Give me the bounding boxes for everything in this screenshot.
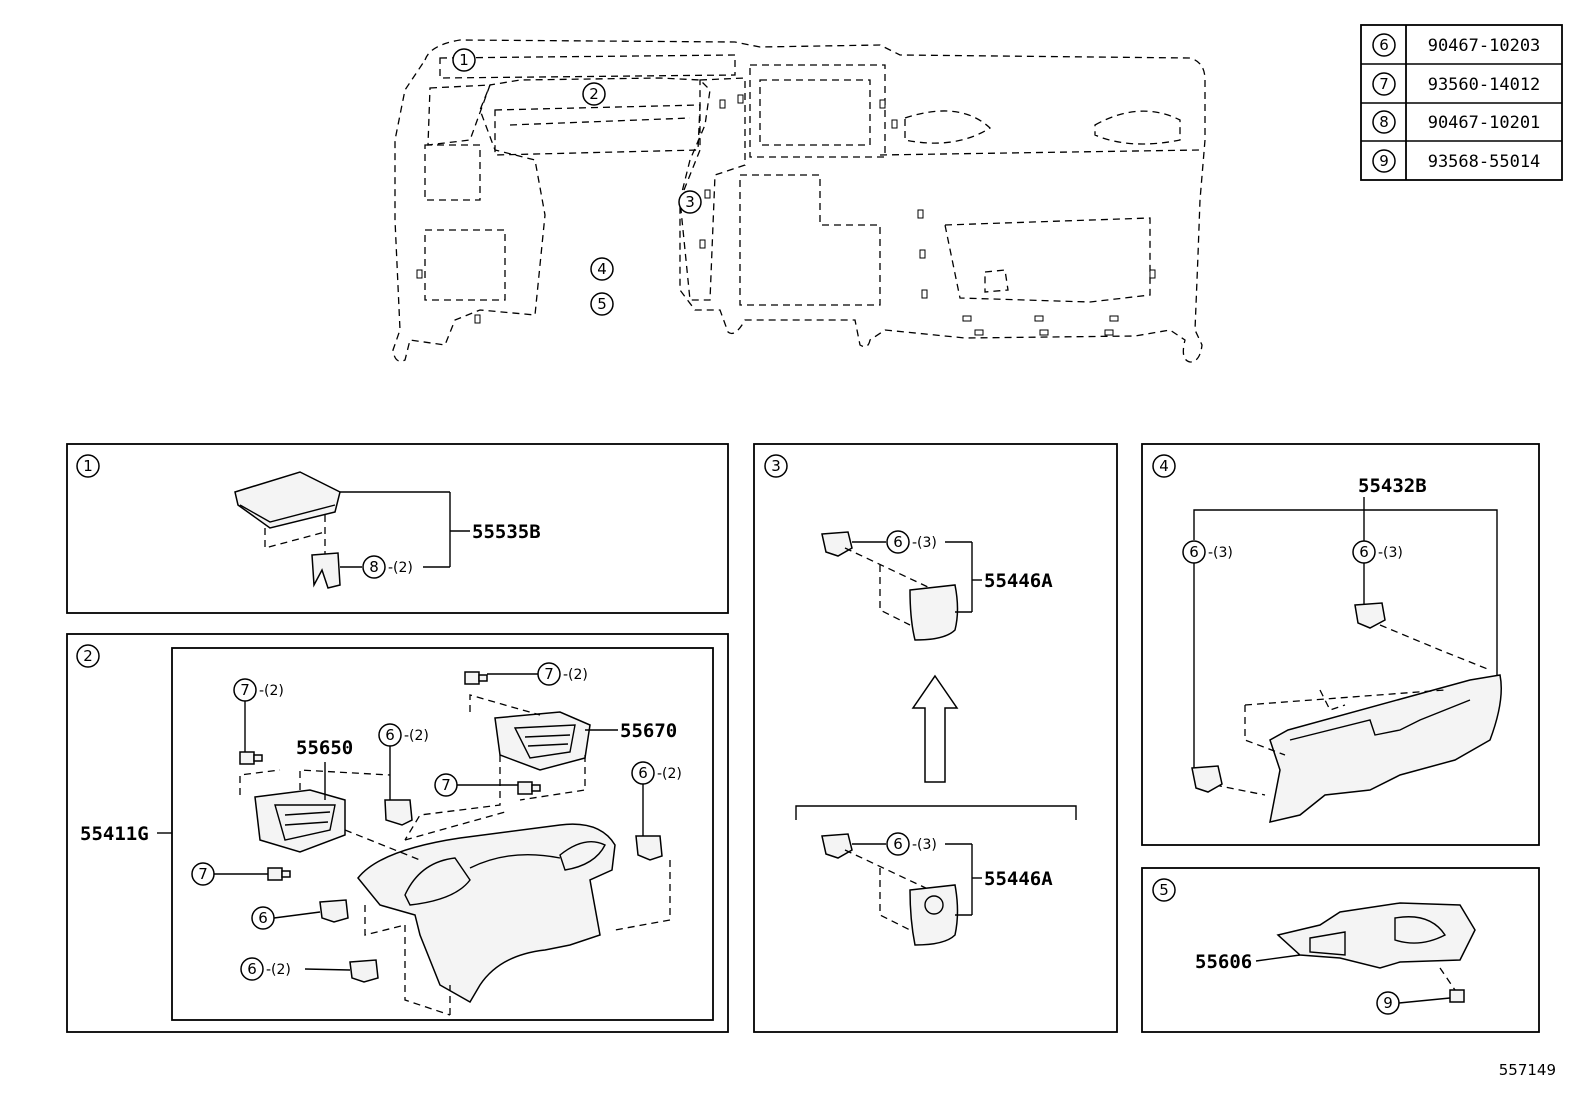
panel-number: 3 <box>771 457 781 475</box>
ref-callout: 6 -(3) <box>1182 540 1233 768</box>
svg-text:6: 6 <box>638 764 648 782</box>
clip-part <box>1354 602 1386 629</box>
svg-text:6: 6 <box>247 960 257 978</box>
console-lid-part <box>234 471 341 529</box>
overview-callout: 1 <box>452 48 476 72</box>
svg-text:7: 7 <box>240 681 250 699</box>
quantity-label: -(3) <box>1208 545 1233 561</box>
clip-part <box>384 799 413 826</box>
overview-callout: 3 <box>678 190 702 214</box>
dashboard-overview-drawing: 1 2 3 4 5 <box>392 39 1206 363</box>
legend-part-number: 90467-10203 <box>1428 36 1541 56</box>
legend-part-number: 93568-55014 <box>1428 152 1541 172</box>
part-number-55432B: 55432B <box>1358 475 1427 497</box>
clip-part <box>821 531 853 557</box>
svg-text:6: 6 <box>385 726 395 744</box>
legend-ref: 6 <box>1379 36 1389 54</box>
legend-ref: 8 <box>1379 113 1389 131</box>
panel-number: 5 <box>1159 881 1169 899</box>
clip-part <box>311 552 341 589</box>
quantity-label: -(3) <box>912 837 937 853</box>
svg-text:7: 7 <box>441 776 451 794</box>
switch-cover-part <box>909 584 959 641</box>
part-number-55606: 55606 <box>1195 951 1252 973</box>
ref-callout: 7 -(2) <box>487 662 588 686</box>
legend-row: 6 90467-10203 <box>1372 33 1541 57</box>
ref-callout: 6 <box>893 835 903 853</box>
part-number-55446A-bottom: 55446A <box>984 868 1053 890</box>
svg-text:1: 1 <box>459 51 469 69</box>
part-number-55535B: 55535B <box>472 521 541 543</box>
lower-panel-part <box>1269 674 1502 823</box>
svg-text:6: 6 <box>258 909 268 927</box>
screw-part <box>239 751 263 765</box>
legend-row: 8 90467-10201 <box>1372 110 1541 134</box>
svg-text:7: 7 <box>544 665 554 683</box>
quantity-label: -(2) <box>266 962 291 978</box>
screw-part <box>464 671 488 685</box>
quantity-label: -(2) <box>404 728 429 744</box>
screw-part <box>267 867 291 881</box>
ref-callout: 6 <box>893 533 903 551</box>
svg-text:6: 6 <box>1189 543 1199 561</box>
ref-callout: 9 <box>1383 994 1393 1012</box>
part-number-55670: 55670 <box>620 720 677 742</box>
clip-part <box>1191 765 1223 793</box>
clip-part <box>821 833 853 859</box>
clip-part <box>319 899 349 923</box>
legend-table: 6 90467-10203 7 93560-14012 8 90467-1020… <box>1360 24 1563 181</box>
legend-ref: 9 <box>1379 152 1389 170</box>
ref-callout: 6 -(3) <box>1352 540 1403 605</box>
ref-callout: 6 -(2) <box>240 957 351 981</box>
legend-row: 9 93568-55014 <box>1372 149 1541 173</box>
clip-part <box>635 835 663 861</box>
svg-text:6: 6 <box>1359 543 1369 561</box>
panel-4: 4 55432B 6 -(3) 6 -(3) <box>1141 443 1540 846</box>
panel-1: 1 55535B 8 -(2) <box>66 443 729 614</box>
quantity-label: -(2) <box>563 667 588 683</box>
quantity-label: -(2) <box>259 683 284 699</box>
diagram-id: 557149 <box>1499 1061 1556 1079</box>
ref-callout: 6 -(2) <box>631 761 682 836</box>
overview-callout: 5 <box>590 292 614 316</box>
panel-number: 4 <box>1159 457 1169 475</box>
arrow-up-icon <box>911 674 959 783</box>
overview-callout: 4 <box>590 257 614 281</box>
quantity-label: -(2) <box>388 560 413 576</box>
panel-2: 2 55411G 55650 55670 <box>66 633 729 1033</box>
clip-part <box>349 959 379 983</box>
part-number-55411G: 55411G <box>80 823 149 845</box>
ref-callout: 7 -(2) <box>233 678 284 752</box>
quantity-label: -(3) <box>912 535 937 551</box>
screw-part <box>517 781 541 795</box>
quantity-label: -(3) <box>1378 545 1403 561</box>
legend-part-number: 93560-14012 <box>1428 75 1541 95</box>
svg-text:7: 7 <box>198 865 208 883</box>
ref-callout: 8 <box>369 558 379 576</box>
legend-ref: 7 <box>1379 75 1389 93</box>
switch-cover-part <box>909 884 959 946</box>
svg-text:3: 3 <box>685 193 695 211</box>
panel-5: 5 55606 9 <box>1141 867 1540 1033</box>
screw-part <box>1449 989 1465 1003</box>
part-number-55446A-top: 55446A <box>984 570 1053 592</box>
instrument-panel-part <box>357 823 616 1004</box>
svg-text:4: 4 <box>597 260 607 278</box>
ref-callout: 6 -(2) <box>378 723 429 800</box>
legend-row: 7 93560-14012 <box>1372 72 1541 96</box>
ref-callout: 6 <box>251 906 321 930</box>
ref-callout: 7 <box>191 862 268 886</box>
ref-callout: 7 <box>434 773 518 797</box>
part-number-55650: 55650 <box>296 737 353 759</box>
panel-number: 2 <box>83 647 93 665</box>
quantity-label: -(2) <box>657 766 682 782</box>
svg-text:5: 5 <box>597 295 607 313</box>
panel-3: 3 6 -(3) 55446A 6 -(3) 55446A <box>753 443 1118 1033</box>
overview-callout: 2 <box>582 82 606 106</box>
svg-text:2: 2 <box>589 85 599 103</box>
right-vent-part <box>494 711 591 771</box>
legend-part-number: 90467-10201 <box>1428 113 1541 133</box>
panel-number: 1 <box>83 457 93 475</box>
